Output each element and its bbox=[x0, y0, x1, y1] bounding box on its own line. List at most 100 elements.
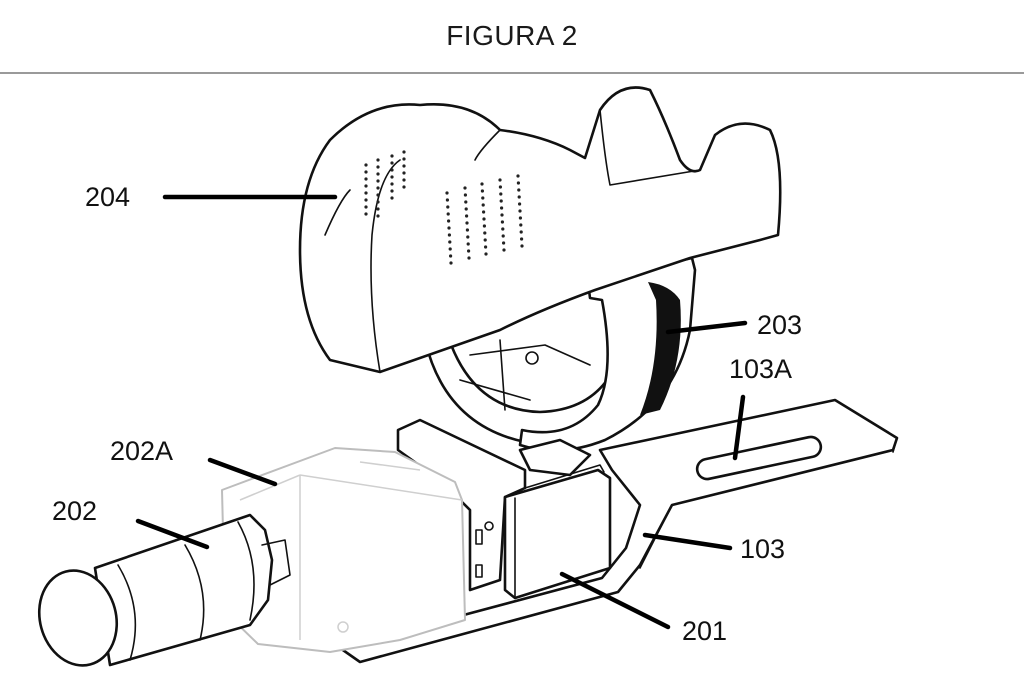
perforation-dot bbox=[464, 207, 468, 211]
perforation-dot bbox=[364, 177, 368, 181]
perforation-dot bbox=[376, 207, 380, 211]
ref-103a: 103A bbox=[729, 354, 792, 384]
perforation-dot bbox=[376, 158, 380, 162]
perforation-dot bbox=[466, 235, 470, 239]
perforation-dot bbox=[498, 178, 502, 182]
perforation-dot bbox=[467, 256, 471, 260]
perforation-dot bbox=[402, 157, 406, 161]
perforation-dot bbox=[518, 216, 523, 220]
perforation-dot bbox=[446, 205, 450, 209]
perforation-dot bbox=[467, 249, 471, 253]
leader-201 bbox=[559, 571, 671, 630]
perforation-dot bbox=[402, 185, 406, 189]
perforation-dot bbox=[500, 213, 504, 217]
strap-204 bbox=[298, 86, 782, 374]
perforation-dot bbox=[481, 203, 485, 207]
perforation-dot bbox=[484, 252, 488, 256]
perforation-dot bbox=[518, 202, 522, 206]
perforation-dot bbox=[482, 217, 486, 221]
perforation-dot bbox=[376, 200, 380, 204]
perforation-dot bbox=[390, 196, 394, 200]
perforation-dot bbox=[390, 168, 394, 172]
perforation-dot bbox=[483, 238, 487, 242]
leader-203 bbox=[665, 320, 748, 335]
perforation-dot bbox=[516, 181, 521, 185]
perforation-dot bbox=[446, 212, 450, 216]
perforation-dot bbox=[519, 230, 523, 234]
cradle-203 bbox=[423, 256, 697, 477]
perforation-dot bbox=[449, 254, 453, 258]
perforation-dot bbox=[376, 214, 380, 218]
perforation-dot bbox=[482, 224, 486, 228]
title-divider bbox=[0, 72, 1024, 74]
ref-202a: 202A bbox=[110, 436, 173, 466]
perforation-dot bbox=[445, 198, 449, 202]
leader-202a bbox=[207, 457, 278, 487]
perforation-dot bbox=[466, 242, 470, 246]
perforation-dot bbox=[464, 200, 468, 204]
perforation-dot bbox=[376, 186, 380, 190]
perforation-dot bbox=[402, 178, 406, 182]
perforation-dot bbox=[500, 206, 504, 210]
reference-numerals: 204 203 103A 202A 202 103 201 bbox=[52, 182, 802, 646]
perforation-dot bbox=[517, 195, 521, 199]
perforation-dot bbox=[364, 163, 368, 167]
lens-202 bbox=[37, 513, 291, 667]
perforation-dot bbox=[364, 205, 368, 209]
ref-201: 201 bbox=[682, 616, 727, 646]
perforation-dot bbox=[364, 191, 368, 195]
perforation-dot bbox=[499, 192, 503, 196]
perforation-dot bbox=[449, 261, 453, 265]
perforation-dot bbox=[448, 240, 452, 244]
camera-body-202a bbox=[221, 447, 466, 653]
perforation-dot bbox=[364, 170, 368, 174]
perforation-dot bbox=[364, 198, 368, 202]
perforation-dot bbox=[480, 182, 484, 186]
perforation-dot bbox=[447, 233, 451, 237]
perforation-dot bbox=[445, 191, 449, 195]
perforation-dot bbox=[502, 241, 506, 245]
perforation-dot bbox=[402, 150, 406, 154]
leader-lines bbox=[135, 194, 748, 630]
perforation-dot bbox=[482, 210, 486, 214]
ref-203: 203 bbox=[757, 310, 802, 340]
perforation-dot bbox=[463, 186, 467, 190]
perforation-dot bbox=[501, 234, 505, 238]
perforation-dot bbox=[364, 212, 368, 216]
perforation-dot bbox=[520, 244, 524, 248]
perforation-dot bbox=[500, 220, 504, 224]
perforation-dot bbox=[447, 226, 451, 230]
perforation-dot bbox=[465, 228, 469, 232]
perforation-dot bbox=[519, 223, 523, 227]
perforation-dot bbox=[402, 164, 406, 168]
perforation-dot bbox=[480, 189, 484, 193]
perforation-dot bbox=[502, 248, 506, 252]
ref-202: 202 bbox=[52, 496, 97, 526]
perforation-dot bbox=[463, 193, 467, 197]
figure-title: FIGURA 2 bbox=[446, 20, 578, 51]
perforation-dot bbox=[376, 165, 380, 169]
perforation-dot bbox=[448, 247, 452, 251]
perforation-dot bbox=[484, 245, 488, 249]
perforation-dot bbox=[390, 154, 394, 158]
perforation-dot bbox=[390, 175, 394, 179]
perforation-dot bbox=[376, 193, 380, 197]
perforation-dot bbox=[376, 179, 380, 183]
slot-103a bbox=[695, 435, 823, 481]
perforation-dot bbox=[376, 172, 380, 176]
leader-202 bbox=[135, 518, 210, 550]
perforation-dot bbox=[364, 184, 368, 188]
leader-103a bbox=[732, 394, 746, 461]
perforation-dot bbox=[465, 214, 469, 218]
housing-201 bbox=[396, 418, 612, 600]
perforation-dot bbox=[465, 221, 469, 225]
perforation-dot bbox=[499, 199, 503, 203]
perforation-dot bbox=[402, 171, 406, 175]
ref-204: 204 bbox=[85, 182, 130, 212]
perforation-dot bbox=[501, 227, 505, 231]
perforation-dot bbox=[520, 237, 524, 241]
ref-103: 103 bbox=[740, 534, 785, 564]
leader-103 bbox=[642, 532, 733, 551]
perforation-dot bbox=[483, 231, 487, 235]
